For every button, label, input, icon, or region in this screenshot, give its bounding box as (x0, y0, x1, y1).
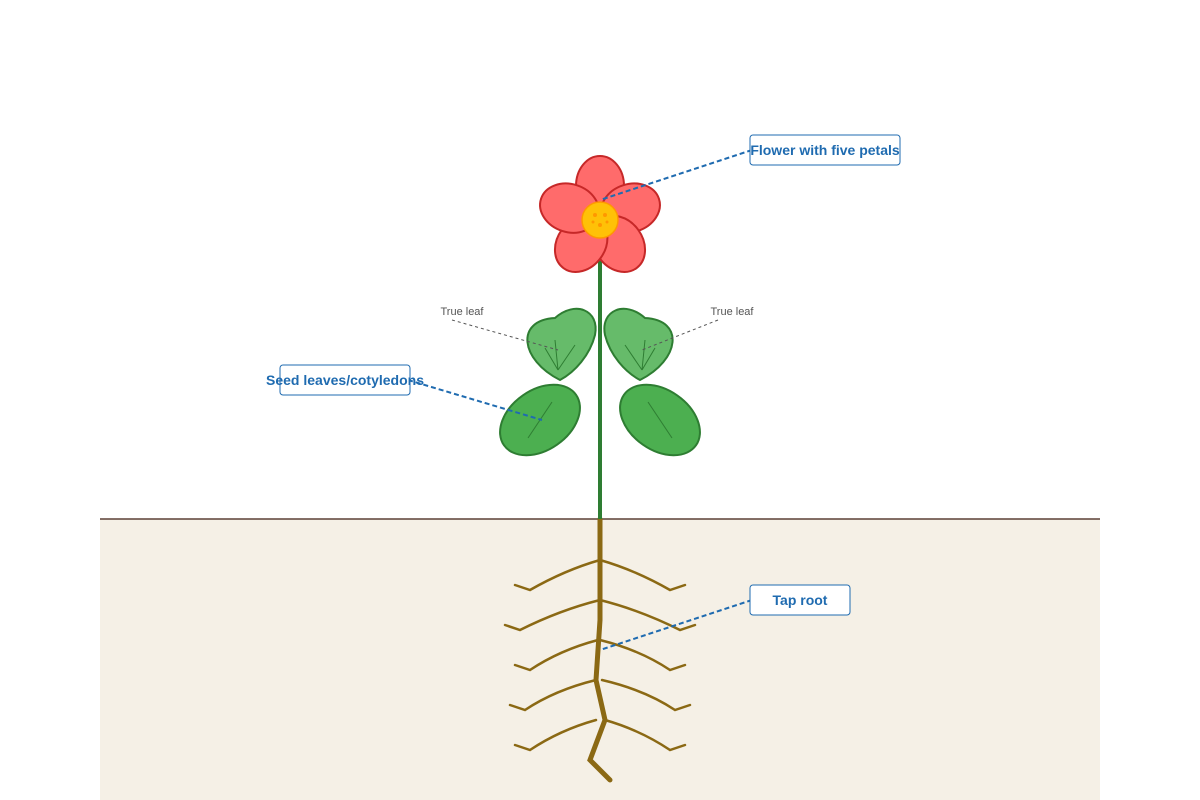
true-leaf-label-right: True leaf (710, 306, 754, 318)
true-leaf-right (603, 307, 674, 382)
seed-leaves-callout-box (279, 364, 411, 396)
lateral-root (598, 638, 687, 672)
flower-callout-box (749, 134, 901, 166)
tap-root-callout-label: Tap root (773, 592, 828, 608)
tap-root-callout: Tap root (599, 584, 851, 651)
true-leaf-label-left: True leaf (440, 306, 484, 318)
flower-callout: Flower with five petals (599, 134, 901, 201)
lateral-root (598, 598, 697, 632)
lateral-root (513, 558, 602, 592)
lateral-root (503, 598, 602, 632)
tap-root (587, 516, 613, 783)
lateral-root (600, 678, 692, 712)
seed-leaves-callout: Seed leaves/cotyledons (266, 364, 543, 421)
true-leaf-left (526, 307, 597, 382)
seed-leaves-callout-label: Seed leaves/cotyledons (266, 372, 424, 388)
lateral-root (508, 678, 598, 712)
lateral-root (598, 558, 687, 592)
flower-center (581, 201, 619, 239)
stamen-dots (591, 213, 609, 227)
flower-callout-label: Flower with five petals (750, 142, 900, 158)
root-system (503, 516, 697, 783)
lateral-root (513, 638, 600, 672)
true-leaf-callouts: True leaf True leaf (440, 306, 754, 351)
lateral-root (513, 718, 598, 752)
flower (539, 155, 661, 273)
tap-root-callout-box (749, 584, 851, 616)
cotyledon-right (619, 383, 701, 457)
lateral-root (603, 718, 687, 752)
